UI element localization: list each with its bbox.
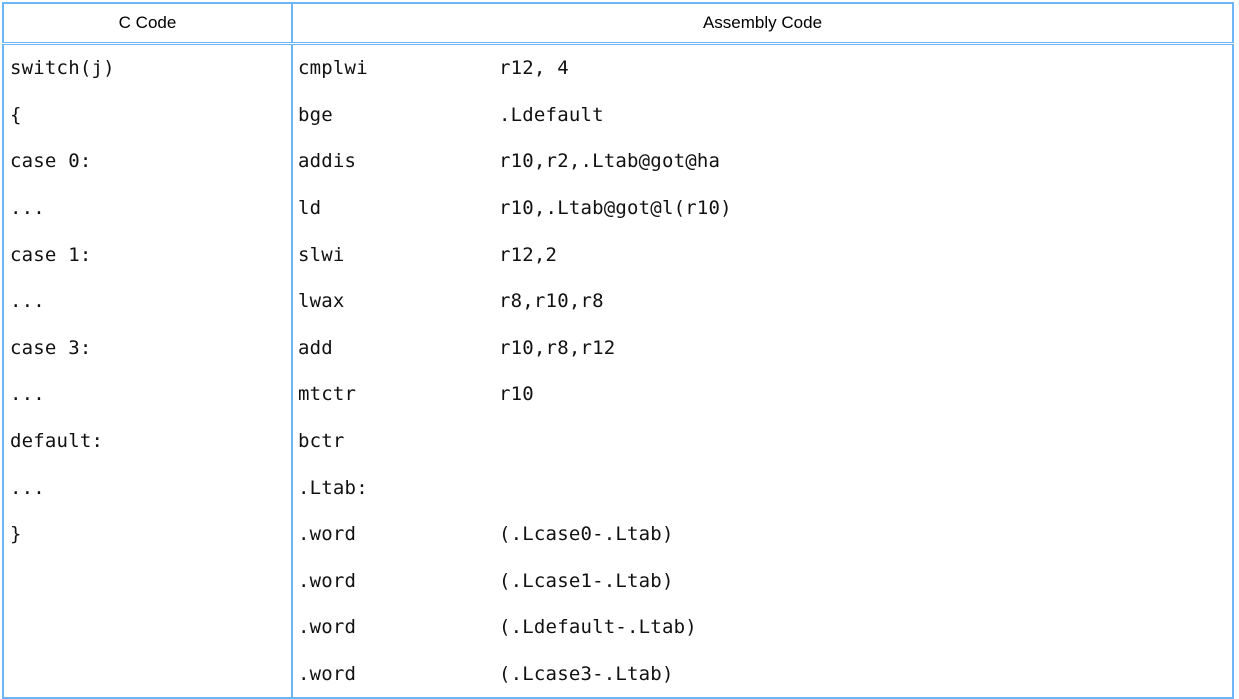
assembly-line: bctr [298, 430, 1232, 452]
c-code-cell: case 0: [3, 138, 293, 185]
column-header-assembly-code: Assembly Code [292, 3, 1233, 45]
table-row: { bge .Ldefault [3, 91, 1233, 139]
assembly-line: bge .Ldefault [298, 104, 1232, 126]
table-body: switch(j) cmplwi r12, 4 { bge .Ldefault case 0… [3, 43, 1233, 699]
table-row: ... ld r10,.Ltab@got@l(r10) [3, 184, 1233, 232]
table-row: case 0: addis r10,r2,.Ltab@got@ha [3, 138, 1233, 185]
assembly-code-cell: .word (.Lcase1-.Ltab) [292, 557, 1233, 605]
assembly-code-cell: cmplwi r12, 4 [292, 43, 1233, 92]
table-row: ... .Ltab: [3, 464, 1233, 511]
assembly-mnemonic: ld [298, 197, 322, 220]
assembly-line: lwax r8,r10,r8 [298, 290, 1232, 312]
c-code-cell: case 3: [3, 324, 293, 372]
assembly-operand: r8,r10,r8 [499, 290, 604, 313]
c-code-cell [3, 557, 293, 605]
assembly-mnemonic: bctr [298, 430, 345, 453]
assembly-mnemonic: .Ltab: [298, 476, 368, 499]
assembly-line: .word (.Lcase3-.Ltab) [298, 663, 1232, 685]
table-row: default: bctr [3, 417, 1233, 465]
assembly-line: addis r10,r2,.Ltab@got@ha [298, 150, 1232, 172]
table-row: } .word (.Lcase0-.Ltab) [3, 510, 1233, 558]
assembly-mnemonic: .word [298, 616, 357, 639]
assembly-line: ld r10,.Ltab@got@l(r10) [298, 197, 1232, 219]
assembly-code-cell: .word (.Ldefault-.Ltab) [292, 604, 1233, 651]
table-row: ... lwax r8,r10,r8 [3, 277, 1233, 325]
assembly-operand: (.Lcase1-.Ltab) [499, 569, 674, 592]
assembly-mnemonic: .word [298, 569, 357, 592]
assembly-line: .word (.Lcase1-.Ltab) [298, 570, 1232, 592]
column-header-c-code: C Code [3, 3, 293, 45]
assembly-operand: r12, 4 [499, 57, 569, 80]
table-row: switch(j) cmplwi r12, 4 [3, 43, 1233, 92]
assembly-code-cell: .Ltab: [292, 464, 1233, 511]
c-code-cell: ... [3, 464, 293, 511]
assembly-line: .word (.Lcase0-.Ltab) [298, 523, 1232, 545]
c-code-line: ... [10, 476, 45, 499]
assembly-operand: .Ldefault [499, 103, 604, 126]
assembly-operand: r10,r8,r12 [499, 336, 616, 359]
assembly-mnemonic: .word [298, 523, 357, 546]
c-code-line: case 0: [10, 150, 92, 173]
assembly-code-cell: slwi r12,2 [292, 231, 1233, 278]
c-code-line: switch(j) [10, 57, 115, 80]
c-code-line: case 1: [10, 243, 92, 266]
assembly-code-cell: bctr [292, 417, 1233, 465]
c-code-cell [3, 650, 293, 699]
assembly-operand: (.Lcase0-.Ltab) [499, 523, 674, 546]
c-code-line: case 3: [10, 336, 92, 359]
c-code-line: ... [10, 197, 45, 220]
c-code-line: { [10, 103, 22, 126]
table-row: case 1: slwi r12,2 [3, 231, 1233, 278]
c-code-cell: } [3, 510, 293, 558]
assembly-code-cell: .word (.Lcase3-.Ltab) [292, 650, 1233, 699]
c-code-cell: default: [3, 417, 293, 465]
assembly-line: cmplwi r12, 4 [298, 57, 1232, 79]
assembly-line: slwi r12,2 [298, 244, 1232, 266]
assembly-mnemonic: mtctr [298, 383, 357, 406]
c-code-cell: ... [3, 184, 293, 232]
assembly-line: .word (.Ldefault-.Ltab) [298, 616, 1232, 638]
table-row: case 3: add r10,r8,r12 [3, 324, 1233, 372]
assembly-code-cell: add r10,r8,r12 [292, 324, 1233, 372]
assembly-mnemonic: .word [298, 663, 357, 686]
table-row: .word (.Ldefault-.Ltab) [3, 604, 1233, 651]
assembly-code-cell: .word (.Lcase0-.Ltab) [292, 510, 1233, 558]
assembly-line: mtctr r10 [298, 383, 1232, 405]
table-row: .word (.Lcase3-.Ltab) [3, 650, 1233, 699]
c-code-line: ... [10, 383, 45, 406]
assembly-code-cell: bge .Ldefault [292, 91, 1233, 139]
assembly-mnemonic: addis [298, 150, 357, 173]
assembly-mnemonic: bge [298, 103, 333, 126]
assembly-line: add r10,r8,r12 [298, 337, 1232, 359]
assembly-mnemonic: add [298, 336, 333, 359]
assembly-operand: r10,.Ltab@got@l(r10) [499, 197, 732, 220]
c-code-cell: case 1: [3, 231, 293, 278]
header-row: C Code Assembly Code [3, 3, 1233, 45]
c-code-line: } [10, 523, 22, 546]
c-code-line: default: [10, 430, 104, 453]
assembly-mnemonic: cmplwi [298, 57, 368, 80]
c-code-cell [3, 604, 293, 651]
assembly-mnemonic: lwax [298, 290, 345, 313]
assembly-line: .Ltab: [298, 477, 1232, 499]
c-code-cell: switch(j) [3, 43, 293, 92]
assembly-code-cell: mtctr r10 [292, 371, 1233, 418]
table-header: C Code Assembly Code [3, 3, 1233, 45]
assembly-operand: (.Lcase3-.Ltab) [499, 663, 674, 686]
table-row: ... mtctr r10 [3, 371, 1233, 418]
c-code-cell: { [3, 91, 293, 139]
assembly-operand: r10 [499, 383, 534, 406]
c-code-cell: ... [3, 277, 293, 325]
assembly-mnemonic: slwi [298, 243, 345, 266]
assembly-code-cell: lwax r8,r10,r8 [292, 277, 1233, 325]
assembly-operand: r10,r2,.Ltab@got@ha [499, 150, 721, 173]
assembly-code-cell: addis r10,r2,.Ltab@got@ha [292, 138, 1233, 185]
c-code-cell: ... [3, 371, 293, 418]
table-row: .word (.Lcase1-.Ltab) [3, 557, 1233, 605]
c-code-line: ... [10, 290, 45, 313]
assembly-operand: r12,2 [499, 243, 558, 266]
assembly-operand: (.Ldefault-.Ltab) [499, 616, 697, 639]
assembly-code-cell: ld r10,.Ltab@got@l(r10) [292, 184, 1233, 232]
